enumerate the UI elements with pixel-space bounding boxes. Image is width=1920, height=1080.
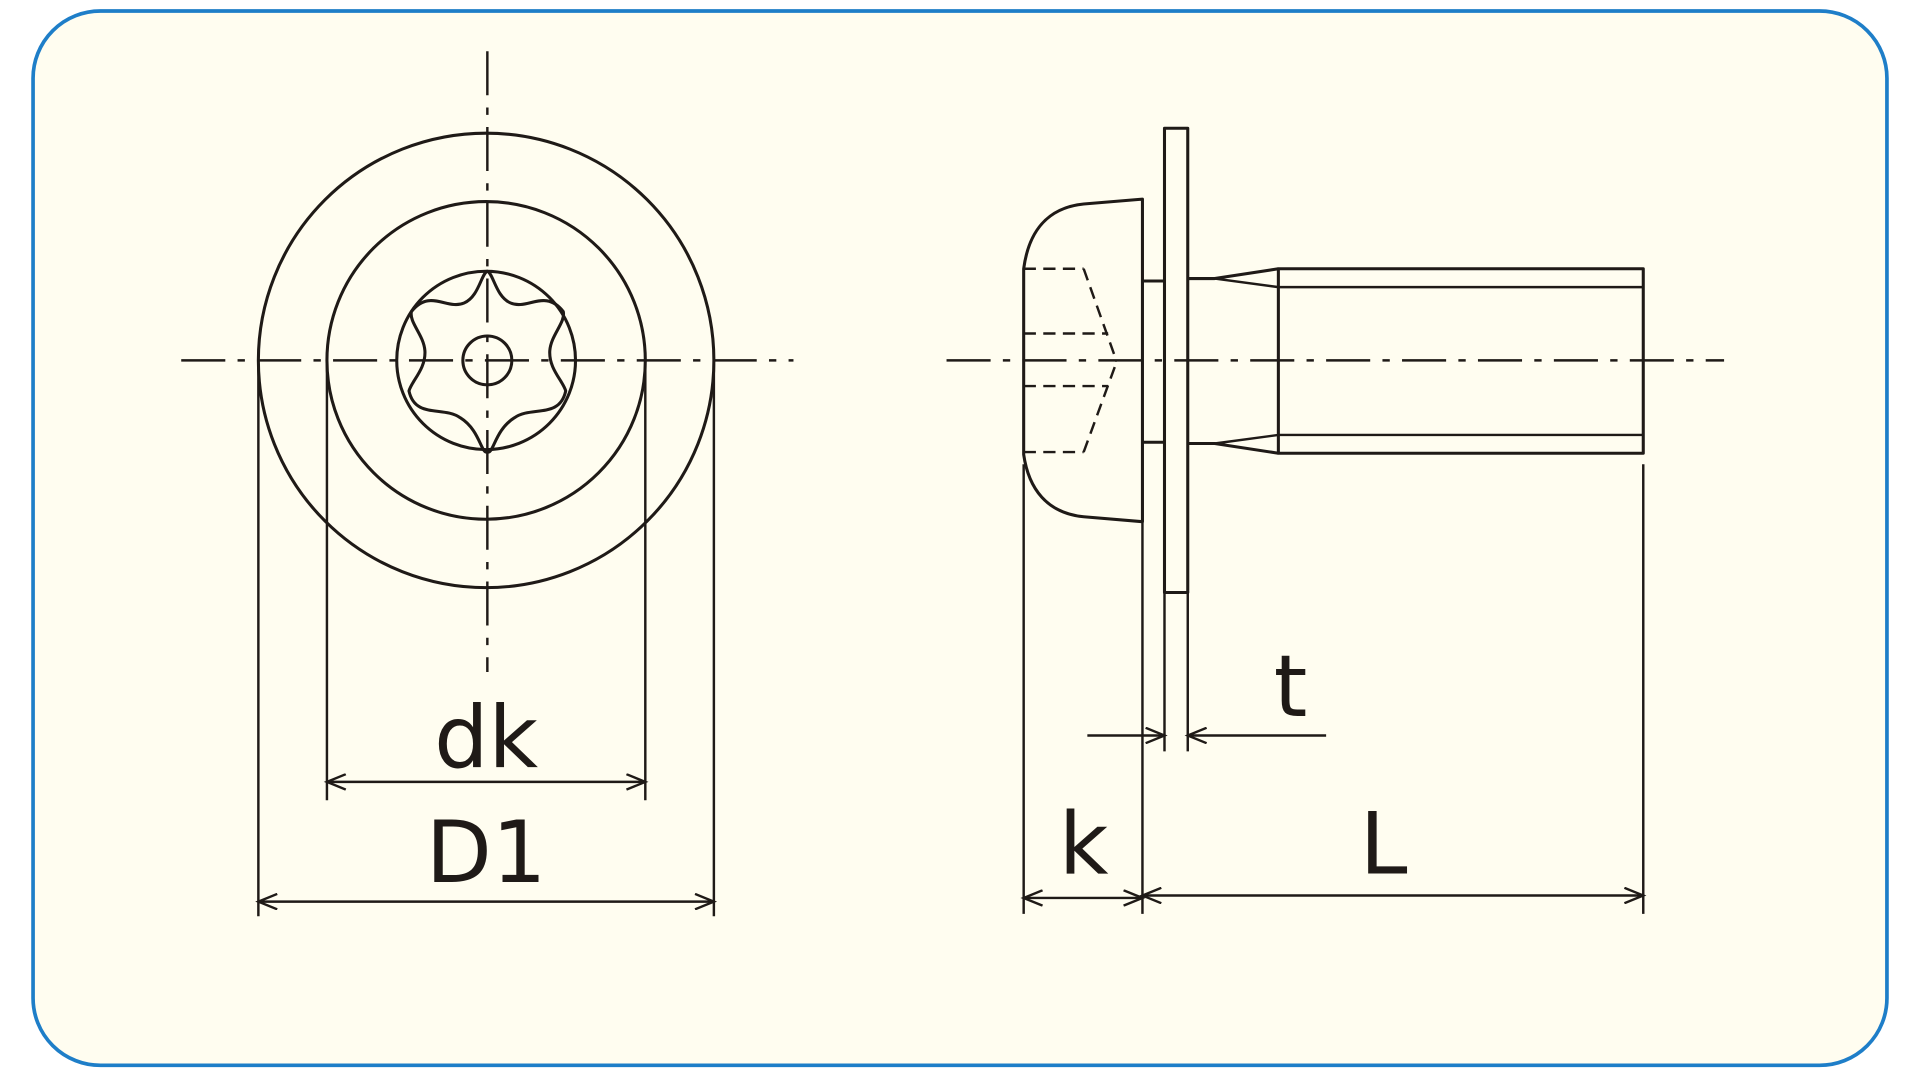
label-k: k (1059, 796, 1109, 895)
thread-runout-bottom (1214, 433, 1279, 445)
head-profile (1022, 197, 1144, 524)
label-l: L (1360, 796, 1408, 895)
thread-runout-top (1214, 277, 1279, 289)
side-view (946, 126, 1725, 914)
label-d1: D1 (426, 804, 547, 903)
hidden-recess-lines (1023, 267, 1118, 454)
label-t: t (1274, 638, 1308, 737)
label-dk: dk (434, 689, 538, 788)
drawing-panel (31, 9, 1889, 1068)
front-view (181, 51, 794, 917)
